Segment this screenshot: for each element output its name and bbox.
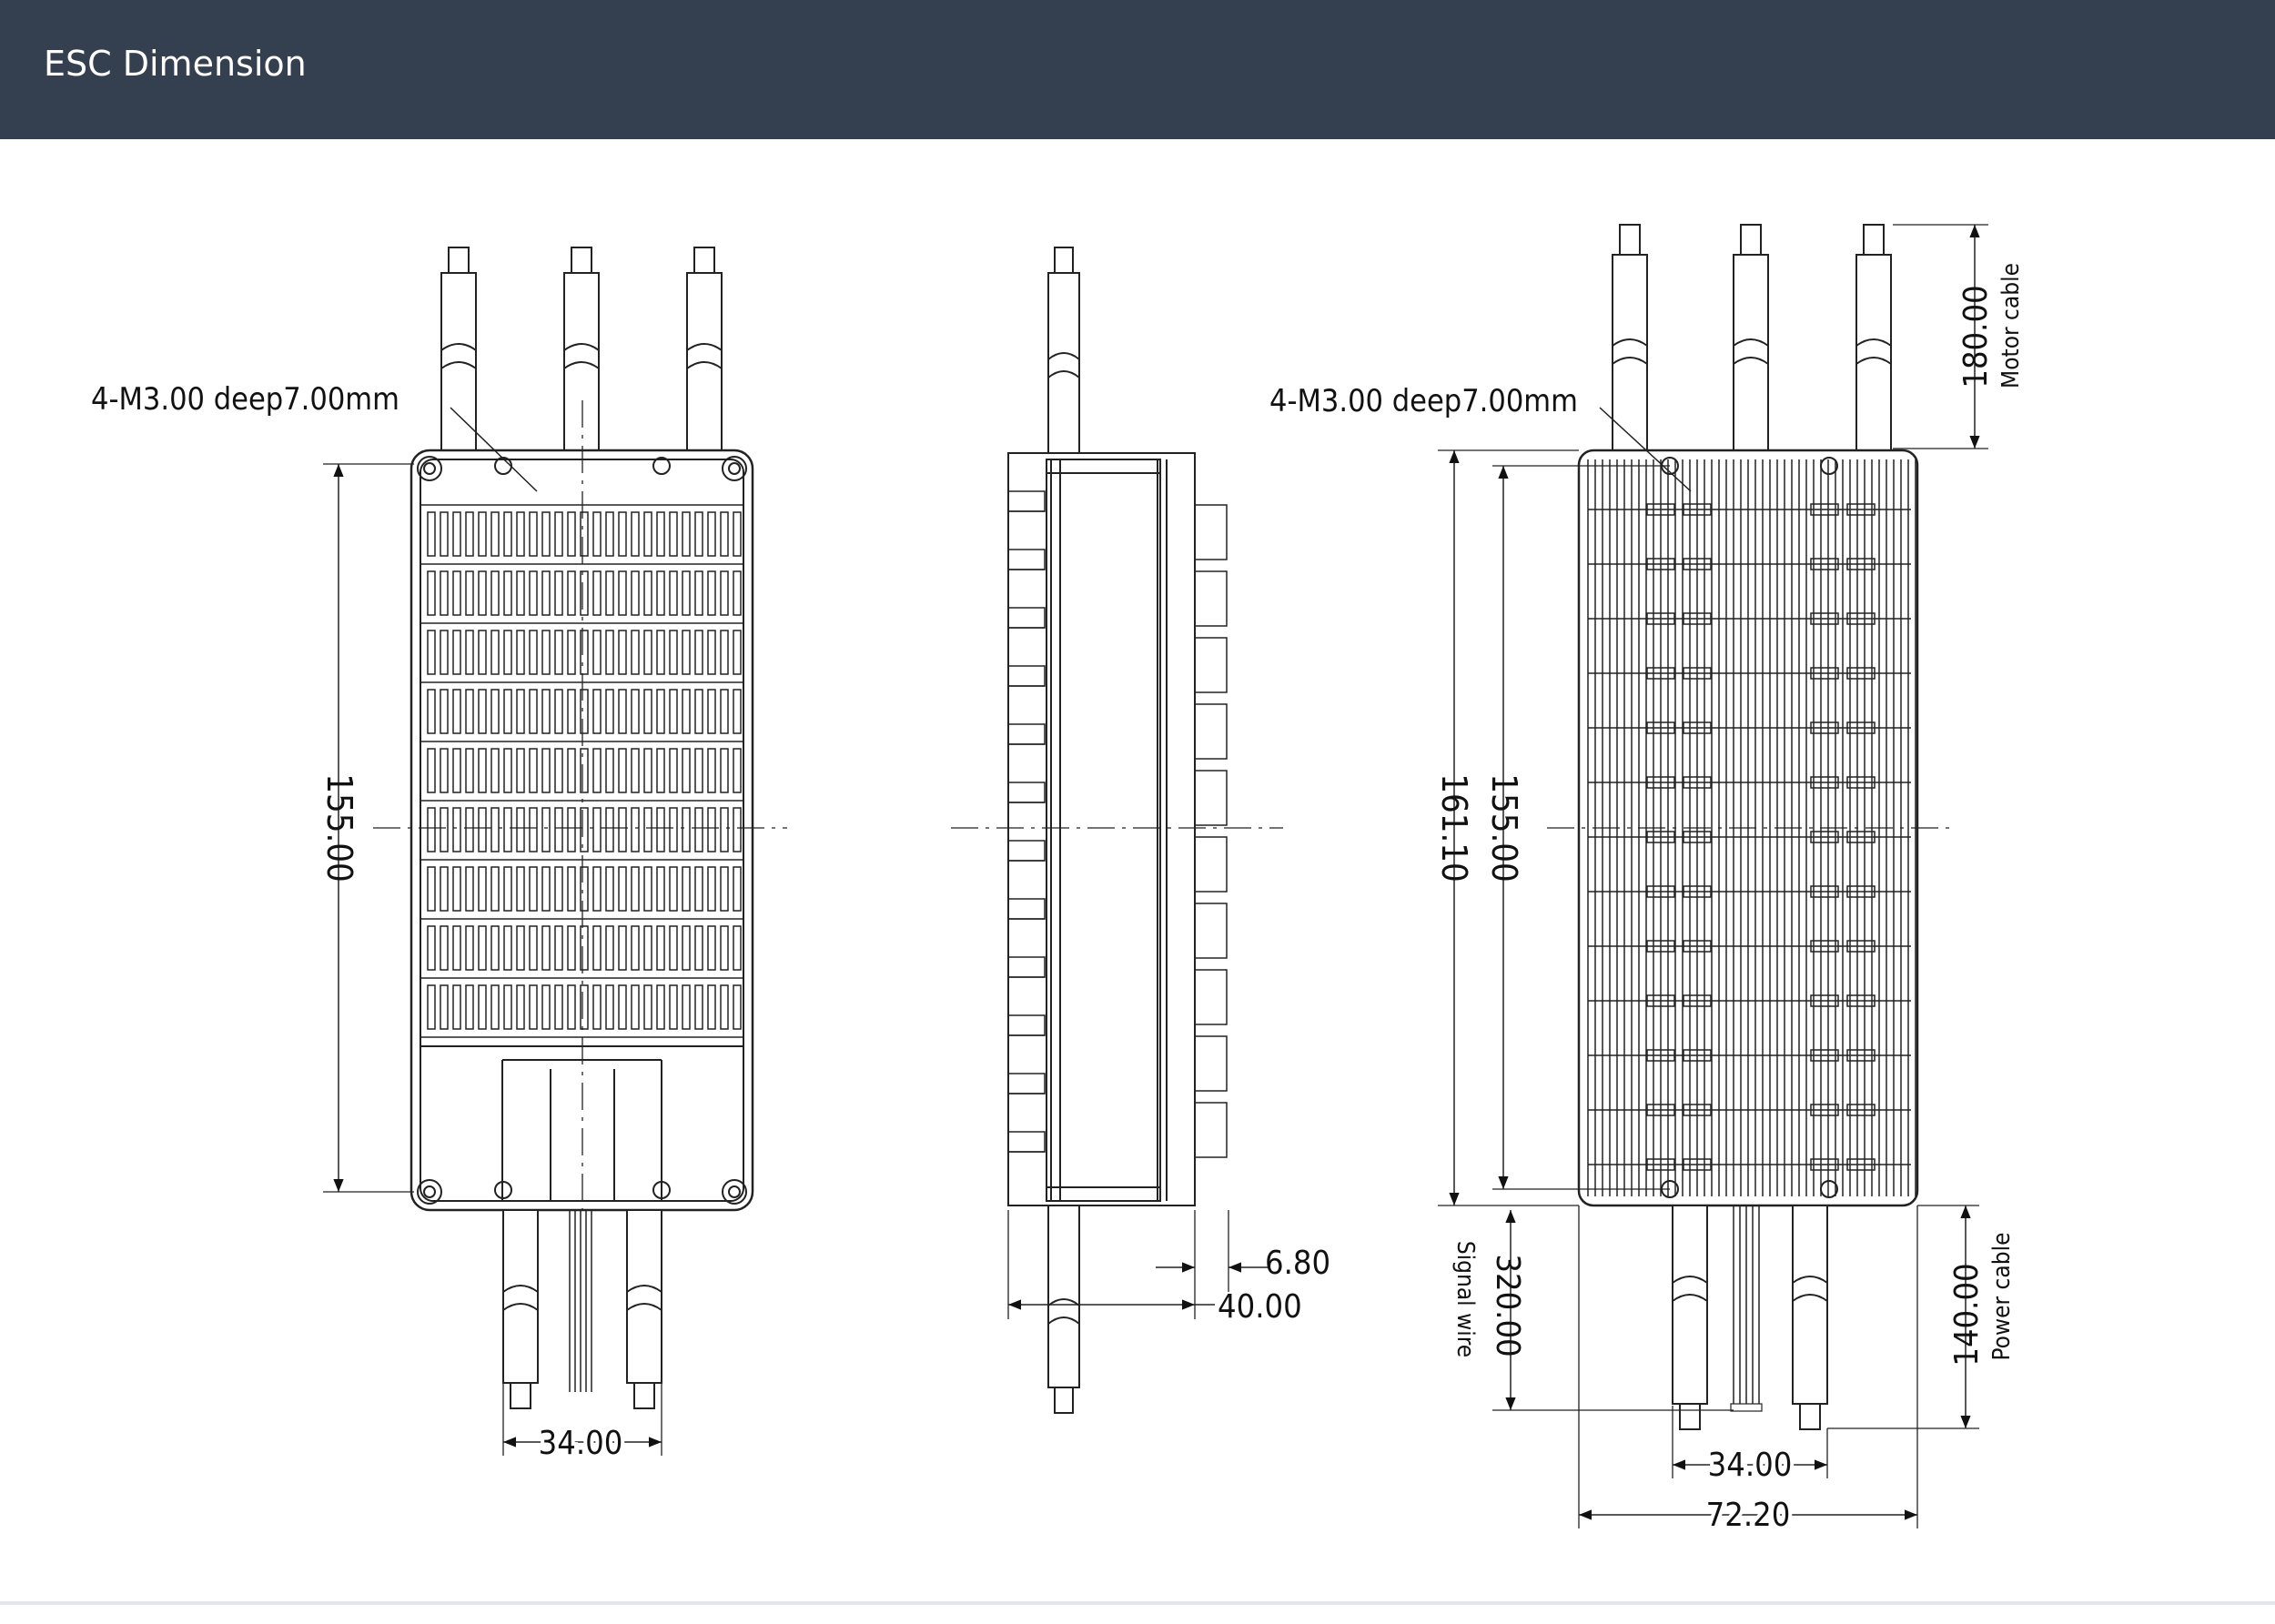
front-view [323, 247, 787, 1456]
header-bar: ESC Dimension [0, 0, 2275, 139]
footer-divider [0, 1601, 2275, 1605]
motor-cable-dim: 180.00 [1957, 285, 1995, 388]
side-small-dim: 6.80 [1265, 1245, 1330, 1282]
page-title: ESC Dimension [44, 44, 307, 84]
front-hole-spacing-dim: 34.00 [539, 1425, 623, 1462]
power-cable-dim: 140.00 [1948, 1263, 1986, 1366]
esc-dimension-drawing: 4-M3.00 deep7.00mm 155.00 34.00 6.80 40.… [91, 224, 2025, 1538]
side-left-fins [1007, 490, 1046, 1153]
rear-view [1438, 224, 1988, 1528]
rear-motor-cables [1612, 224, 1892, 451]
front-corner-holes [417, 456, 747, 1205]
side-body [1007, 452, 1196, 1206]
front-fins [420, 504, 743, 1038]
front-power-cables [502, 1209, 662, 1409]
rear-hole-height-dim: 155.00 [1484, 773, 1524, 883]
rear-power-cables [1672, 1205, 1828, 1430]
signal-wire-label: Signal wire [1451, 1241, 1479, 1357]
overall-width-dim: 72.20 [1706, 1497, 1791, 1534]
rear-callout-label: 4-M3.00 deep7.00mm [1269, 383, 1578, 419]
side-width-dim: 40.00 [1218, 1288, 1302, 1326]
front-height-dim: 155.00 [319, 773, 359, 883]
side-right-blocks [1194, 504, 1228, 1158]
signal-wire-dim: 320.00 [1489, 1254, 1526, 1357]
overall-height-dim: 161.10 [1434, 773, 1474, 883]
motor-cable-label: Motor cable [1997, 263, 2025, 388]
power-cable-label: Power cable [1988, 1233, 2016, 1361]
front-callout-label: 4-M3.00 deep7.00mm [91, 381, 399, 418]
rear-hole-spacing-dim: 34.00 [1708, 1447, 1793, 1484]
front-motor-cables [440, 247, 723, 451]
side-view [951, 247, 1283, 1414]
